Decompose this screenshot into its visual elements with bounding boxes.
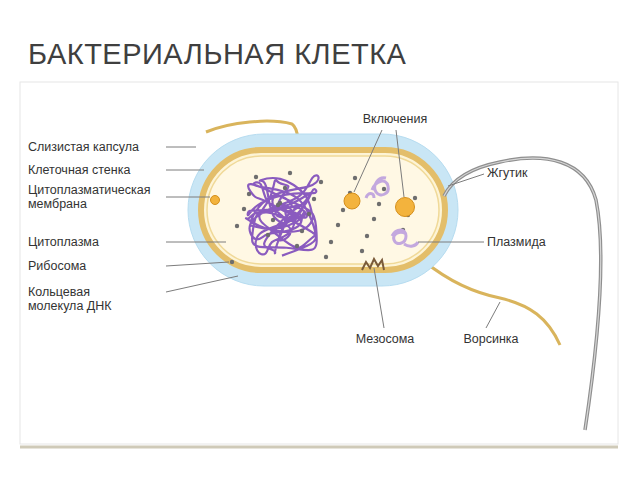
ribosome xyxy=(377,202,381,206)
cytoplasmic-membrane xyxy=(207,156,439,264)
ribosome xyxy=(266,233,270,237)
slime-capsule xyxy=(188,134,458,286)
mesosome xyxy=(362,259,384,270)
dna-strand xyxy=(246,175,319,255)
ribosome xyxy=(242,207,246,211)
leader-line xyxy=(166,262,229,266)
leader-line xyxy=(374,268,384,328)
ribosome xyxy=(278,201,282,205)
leader-line xyxy=(166,242,226,243)
cell-wall xyxy=(201,150,445,270)
ribosome xyxy=(341,208,345,212)
inclusion xyxy=(344,193,360,209)
part-label: Клеточная стенка xyxy=(28,163,164,177)
part-label: Жгутик xyxy=(487,166,567,180)
ribosome xyxy=(372,217,376,221)
part-label: Включения xyxy=(350,112,440,126)
leader-line xyxy=(396,130,404,197)
leader-line xyxy=(166,170,204,171)
flagellum-highlight xyxy=(444,158,601,430)
ribosome xyxy=(283,186,287,190)
part-label: Рибосома xyxy=(28,259,164,273)
part-label: Плазмида xyxy=(487,235,577,249)
leader-line xyxy=(418,242,484,243)
leader-line xyxy=(354,130,382,192)
ribosome xyxy=(319,180,323,184)
ribosome xyxy=(300,229,304,233)
plasmid xyxy=(392,230,418,246)
ribosome xyxy=(413,196,417,200)
ribosome xyxy=(288,171,292,175)
part-label: Слизистая капсула xyxy=(28,140,164,154)
ribosome xyxy=(365,234,369,238)
part-label: Ворсинка xyxy=(446,332,536,346)
ribosome xyxy=(382,187,386,191)
leader-lines xyxy=(166,130,500,328)
part-label: Цитоплазматическая мембрана xyxy=(28,183,164,211)
flagellum xyxy=(444,158,601,430)
leader-line xyxy=(166,197,210,198)
dna-group xyxy=(246,175,319,255)
ribosome xyxy=(295,244,299,248)
leader-line xyxy=(166,147,196,148)
leader-line xyxy=(166,276,238,292)
ribosome xyxy=(353,176,357,180)
ribosome xyxy=(312,197,316,201)
leader-line xyxy=(448,174,484,186)
part-label: Мезосома xyxy=(340,332,430,346)
ribosome xyxy=(230,260,234,264)
part-label: Цитоплазма xyxy=(28,235,164,249)
content-frame xyxy=(20,82,618,444)
part-label: Кольцевая молекула ДНК xyxy=(28,285,138,313)
ribosome xyxy=(247,192,251,196)
bottom-rule xyxy=(20,446,618,449)
ribosome xyxy=(336,223,340,227)
ribosome xyxy=(329,240,333,244)
slide-title: БАКТЕРИАЛЬНАЯ КЛЕТКА xyxy=(28,38,406,71)
inclusion xyxy=(396,198,415,217)
ribosome xyxy=(307,212,311,216)
ribosome xyxy=(360,249,364,253)
leader-line xyxy=(486,302,500,328)
plasmid xyxy=(366,178,388,198)
ribosome xyxy=(235,224,239,228)
ribosome xyxy=(324,255,328,259)
pilus xyxy=(425,262,560,345)
ribosome-group xyxy=(230,171,417,264)
ribosome xyxy=(254,175,258,179)
ribosome xyxy=(271,218,275,222)
inclusion xyxy=(211,196,220,205)
